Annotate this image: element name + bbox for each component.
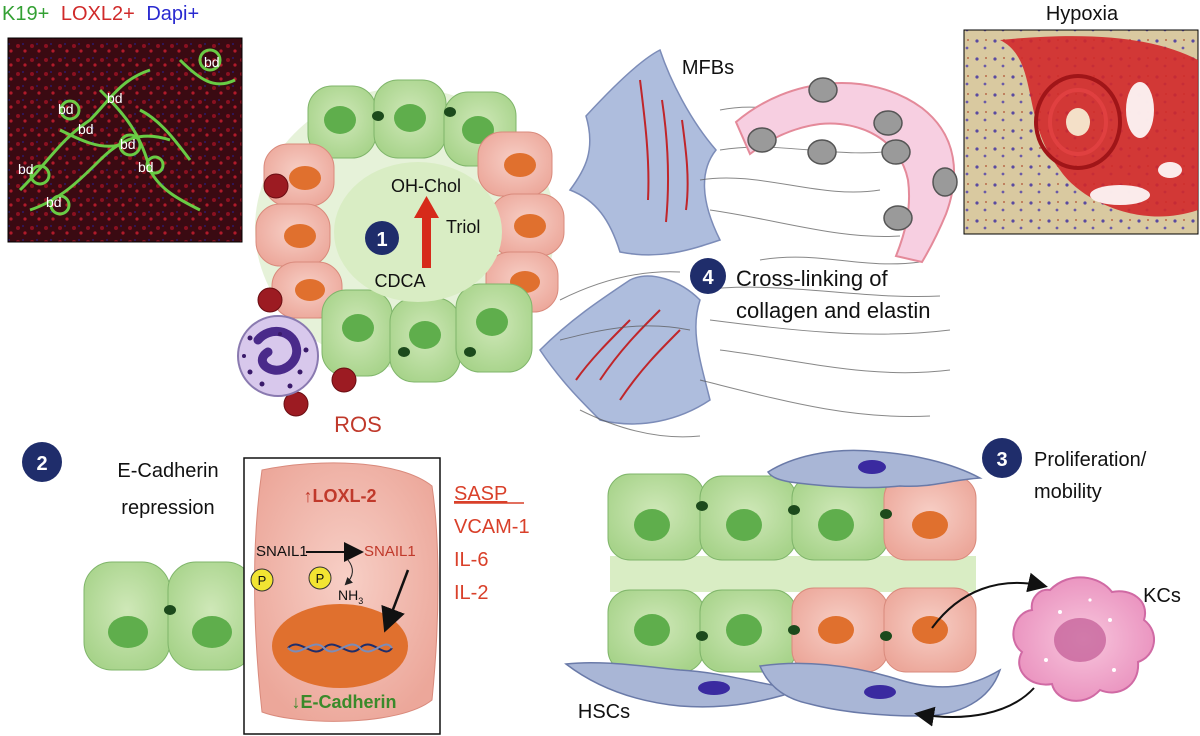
stain-legend: K19+ LOXL2+ Dapi+	[2, 3, 199, 25]
hscs-label: HSCs	[578, 701, 630, 723]
step3-number: 3	[996, 449, 1007, 471]
cdca-label: CDCA	[374, 271, 425, 291]
phospho-label: P	[316, 571, 325, 586]
duct-labels: bd bd bd bd bd bd bd bd	[18, 54, 220, 210]
step4-line2: collagen and elastin	[736, 298, 930, 323]
sasp-item: IL-6	[454, 549, 488, 571]
step4-badge: 4	[690, 258, 726, 294]
snail1-left: SNAIL1	[256, 543, 308, 560]
duct-label: bd	[204, 54, 220, 70]
proliferating-duct	[607, 473, 977, 673]
duct-label: bd	[46, 194, 62, 210]
ros-label: ROS	[334, 412, 382, 437]
duct-label: bd	[120, 136, 136, 152]
sasp-list: SASP VCAM-1 IL-6 IL-2	[454, 483, 530, 604]
step3-badge: 3	[982, 438, 1022, 478]
bile-duct-ring: ROS 1 OH-Chol Triol CDCA	[237, 79, 565, 437]
step1-number: 1	[376, 229, 387, 251]
stellate-nuclei	[698, 460, 896, 699]
label-dapi: Dapi+	[146, 3, 199, 25]
kupffer-cell	[1012, 576, 1155, 702]
myofibroblasts	[539, 48, 722, 425]
senescent-cells-right	[477, 131, 565, 313]
ecadherin-down-label: ↓E-Cadherin	[291, 692, 396, 712]
snail1-right: SNAIL1	[364, 543, 416, 560]
hypoxia-title: Hypoxia	[1046, 3, 1119, 25]
cell-to-kc-arrow	[931, 572, 1048, 629]
conversion-arrow	[414, 196, 439, 268]
step2-number: 2	[36, 453, 47, 475]
step4-number: 4	[702, 267, 714, 289]
step3-line1: Proliferation/	[1034, 449, 1147, 471]
nh3-arrow	[344, 559, 354, 586]
neutrophil	[237, 315, 319, 397]
loxl2-label: ↑LOXL-2	[303, 486, 376, 506]
label-k19: K19+	[2, 3, 49, 25]
red-stained-region	[1000, 36, 1198, 217]
epithelial-cell-pair	[83, 561, 255, 671]
step2-line2: repression	[121, 497, 214, 519]
duct-label: bd	[58, 101, 74, 117]
step1-badge: 1	[365, 221, 399, 255]
elastin-structure	[734, 77, 958, 264]
triol-label: Triol	[446, 217, 480, 237]
step2-badge: 2	[22, 442, 62, 482]
step2-line1: E-Cadherin	[117, 460, 218, 482]
ros-droplets	[257, 173, 357, 417]
phospho-label: P	[258, 573, 267, 588]
sasp-title: SASP	[454, 483, 507, 505]
green-duct-staining	[18, 48, 236, 216]
duct-label: bd	[18, 161, 34, 177]
duct-label: bd	[138, 159, 154, 175]
label-loxl2: LOXL2+	[61, 3, 135, 25]
step3-line2: mobility	[1034, 481, 1102, 503]
oh-chol-label: OH-Chol	[391, 176, 461, 196]
snail-to-dna-arrow	[381, 569, 410, 633]
duct-lumen	[334, 162, 502, 302]
cholangiocyte-row-bottom	[321, 283, 533, 383]
mfbs-label: MFBs	[682, 57, 734, 79]
step4-line1: Cross-linking of	[736, 266, 888, 291]
sasp-item: VCAM-1	[454, 516, 530, 538]
hypoxia-panel: Hypoxia	[963, 3, 1199, 235]
cell-zoom-box	[243, 457, 441, 735]
nh3-label: NH3	[338, 587, 363, 606]
duct-label: bd	[107, 90, 123, 106]
dna-helix	[287, 643, 393, 653]
kcs-label: KCs	[1143, 585, 1181, 607]
collagen-fibers	[559, 106, 951, 438]
stain-panel: K19+ LOXL2+ Dapi+ bd bd bd bd bd bd bd b…	[2, 3, 243, 243]
kc-to-hsc-arrow	[914, 687, 1035, 727]
phospho-groups: P P	[250, 566, 332, 592]
sasp-item: IL-2	[454, 582, 488, 604]
duct-label: bd	[78, 121, 94, 137]
